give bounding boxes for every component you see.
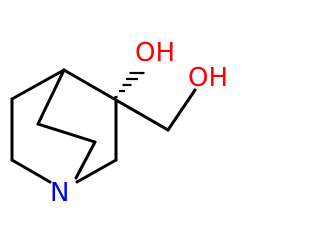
atom-label-hydroxymethyl-oh: OH: [188, 63, 228, 93]
bond-ring-b-to-nitrogen: [74, 140, 97, 180]
bond-bridgehead-to-ring-b: [36, 68, 66, 126]
bond-ring-a-to-nitrogen: [10, 158, 52, 184]
atom-label-nitrogen: N: [50, 178, 69, 208]
bond-hydroxymethyl-to-oxygen: [166, 88, 197, 132]
bond-stereocenter-to-hydroxymethyl: [114, 98, 170, 132]
bond-ch2-to-nitrogen: [75, 158, 118, 184]
bond-ring-b-chain: [36, 122, 97, 144]
bond-bridgehead-to-ring-a: [10, 68, 66, 101]
bond-bridgehead-to-stereocenter: [62, 68, 118, 102]
quinuclidine-structure-diagram: OH OH N: [10, 38, 228, 208]
hashed-wedge-bond-to-hydroxyl: [114, 71, 145, 99]
atom-label-hydroxyl: OH: [135, 38, 175, 68]
